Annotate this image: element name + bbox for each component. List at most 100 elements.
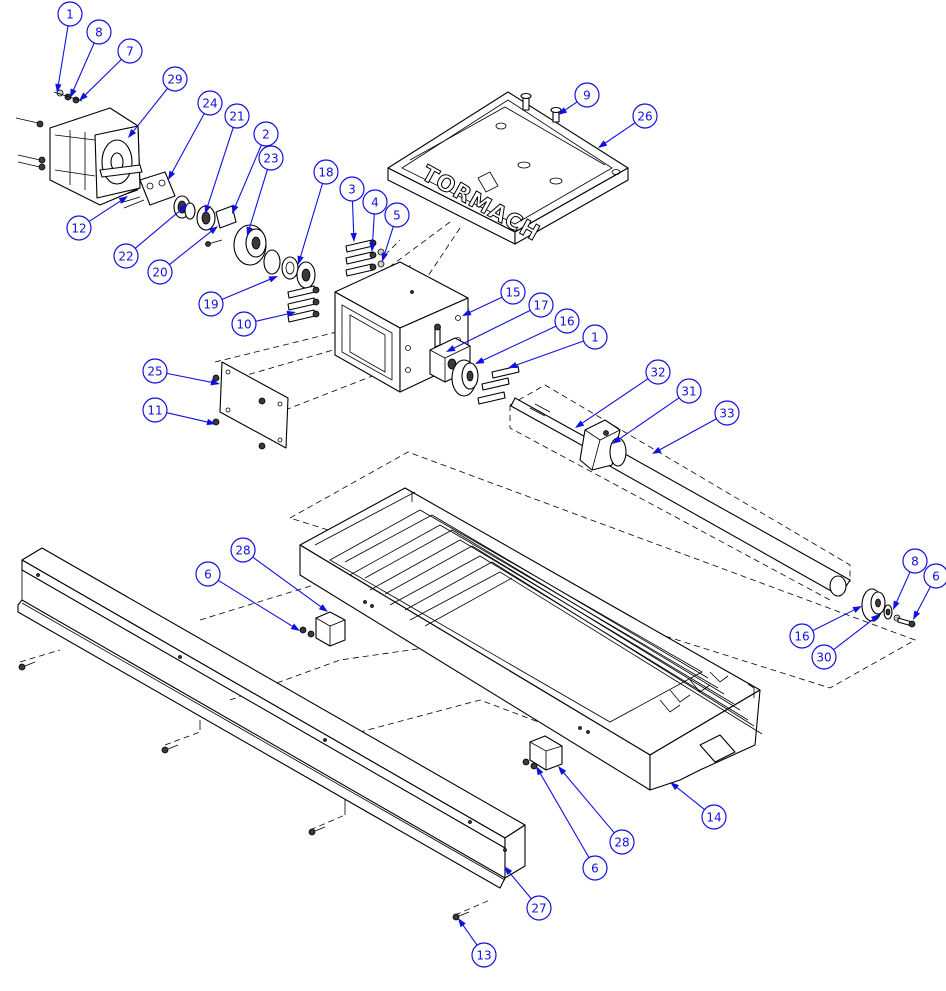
balloon-number: 14 <box>706 811 721 825</box>
leader-line <box>383 226 394 257</box>
callout-1: 1 <box>55 1 83 93</box>
leader-arrowhead <box>558 766 567 775</box>
leader-line <box>657 418 717 452</box>
balloon-number: 2 <box>262 128 270 142</box>
balloon-circle <box>528 292 554 318</box>
leader-line <box>299 183 324 260</box>
leader-line <box>57 25 69 88</box>
way-cover-bracket-lower <box>522 726 590 771</box>
handwheel-parts <box>861 588 916 628</box>
callout-24: 24 <box>168 90 223 180</box>
callout-2: 2 <box>232 121 279 214</box>
leader-line <box>561 770 615 834</box>
callout-6: 6 <box>195 561 300 631</box>
balloon-circle <box>645 359 671 385</box>
callout-1: 1 <box>508 324 608 368</box>
leader-line <box>252 556 324 609</box>
balloon-number: 10 <box>236 318 251 332</box>
balloon-circle <box>313 159 339 185</box>
balloon-number: 22 <box>118 250 133 264</box>
leader-line <box>915 586 931 615</box>
balloon-circle <box>500 279 526 305</box>
callout-16: 16 <box>789 606 862 649</box>
callout-15: 15 <box>462 279 526 316</box>
way-cover-bracket-upper <box>299 600 374 647</box>
bearing-block <box>334 261 469 393</box>
leader-arrowhead <box>536 766 544 776</box>
callout-21: 21 <box>204 103 250 214</box>
leader-arrowhead <box>893 600 900 610</box>
balloon-circle <box>142 358 168 384</box>
front-screws-1 <box>477 365 520 405</box>
balloon-number: 6 <box>591 862 599 876</box>
balloon-number: 8 <box>95 26 103 40</box>
callout-17: 17 <box>446 292 554 352</box>
balloon-circle <box>574 82 600 108</box>
mill-table <box>299 487 763 791</box>
balloon-number: 33 <box>719 407 734 421</box>
leader-line <box>833 617 876 651</box>
leader-arrowhead <box>206 418 216 426</box>
leader-line <box>616 397 680 442</box>
balloon-circle <box>923 563 946 589</box>
leader-arrowhead <box>458 918 466 928</box>
balloon-circle <box>253 121 279 147</box>
leader-arrowhead <box>118 196 128 204</box>
leader-arrowhead <box>504 866 513 875</box>
leader-line <box>170 113 205 175</box>
callout-6: 6 <box>536 766 608 881</box>
leader-arrowhead <box>318 604 328 612</box>
balloon-number: 29 <box>167 73 182 87</box>
leader-line <box>894 571 911 605</box>
leader-line <box>131 88 168 134</box>
leader-arrowhead <box>381 252 388 262</box>
leader-arrowhead <box>462 309 472 316</box>
balloon-circle <box>811 644 837 670</box>
balloon-number: 1 <box>591 331 599 345</box>
leader-line <box>467 296 503 314</box>
balloon-circle <box>789 623 815 649</box>
callout-7: 7 <box>79 38 143 101</box>
balloon-circle <box>195 561 221 587</box>
balloon-circle <box>714 400 740 426</box>
leader-line <box>513 340 584 367</box>
leader-arrowhead <box>286 310 296 318</box>
leader-arrowhead <box>598 140 608 148</box>
callout-11: 11 <box>142 397 216 426</box>
balloon-number: 15 <box>505 286 520 300</box>
balloon-number: 30 <box>816 651 831 665</box>
balloon-circle <box>362 189 388 215</box>
callout-12: 12 <box>66 196 128 241</box>
leader-line <box>602 122 636 146</box>
callout-14: 14 <box>670 782 727 830</box>
callout-23: 23 <box>246 145 284 236</box>
balloon-circle <box>582 855 608 881</box>
callout-5: 5 <box>381 202 410 262</box>
leader-arrowhead <box>652 446 662 454</box>
balloon-number: 1 <box>66 8 74 22</box>
leader-line <box>88 198 124 222</box>
leader-line <box>169 229 214 265</box>
leader-line <box>507 870 532 900</box>
way-cover <box>17 547 526 889</box>
balloon-number: 12 <box>71 222 86 236</box>
leader-arrowhead <box>913 610 921 620</box>
balloon-number: 21 <box>229 110 244 124</box>
balloon-number: 6 <box>204 568 212 582</box>
balloon-circle <box>197 90 223 116</box>
callout-33: 33 <box>652 400 740 454</box>
cover-plate <box>212 361 289 450</box>
leader-line <box>371 213 375 247</box>
balloon-circle <box>471 942 497 968</box>
callout-8: 8 <box>893 548 928 610</box>
balloon-number: 17 <box>533 299 548 313</box>
balloon-number: 28 <box>614 836 629 850</box>
callout-28: 28 <box>558 766 635 855</box>
balloon-number: 9 <box>583 89 591 103</box>
leader-arrowhead <box>79 92 88 101</box>
balloon-circle <box>582 324 608 350</box>
leader-line <box>674 785 705 810</box>
leader-line <box>480 325 557 362</box>
